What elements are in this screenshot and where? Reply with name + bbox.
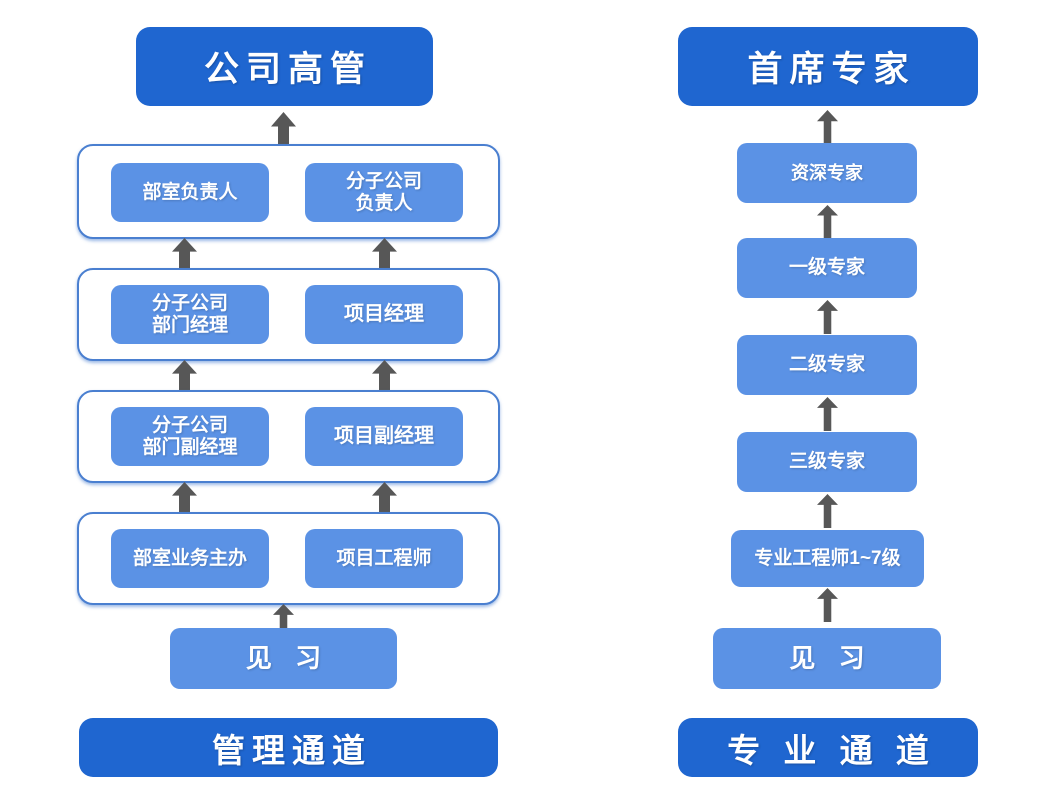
management-level-4-left[interactable]: 部室业务主办	[111, 529, 269, 588]
management-intern-box[interactable]: 见 习	[170, 628, 397, 689]
professional-level-4[interactable]: 三级专家	[737, 432, 917, 492]
management-level-1-right[interactable]: 分子公司 负责人	[305, 163, 463, 222]
management-level-2-left-line1: 分子公司	[151, 292, 228, 314]
management-level-2-container: 分子公司 部门经理 项目经理	[77, 268, 500, 361]
management-bottom-banner[interactable]: 管理通道	[79, 718, 498, 777]
management-level-3-left-line2: 部门副经理	[142, 436, 238, 458]
management-level-1-container: 部室负责人 分子公司 负责人	[77, 144, 500, 239]
professional-level-1[interactable]: 资深专家	[737, 143, 917, 203]
professional-level-3[interactable]: 二级专家	[737, 335, 917, 395]
management-level-2-right[interactable]: 项目经理	[305, 285, 463, 344]
arrow-professional-l1-to-top	[817, 110, 838, 145]
arrow-professional-l5-to-l4	[817, 494, 838, 528]
arrow-professional-l2-to-l1	[817, 205, 838, 238]
management-level-4-right[interactable]: 项目工程师	[305, 529, 463, 588]
professional-level-2[interactable]: 一级专家	[737, 238, 917, 298]
management-level-2-left-line2: 部门经理	[151, 314, 228, 336]
management-level-1-left[interactable]: 部室负责人	[111, 163, 269, 222]
arrow-professional-l4-to-l3	[817, 397, 838, 431]
professional-intern-box[interactable]: 见 习	[713, 628, 941, 689]
professional-bottom-banner[interactable]: 专 业 通 道	[678, 718, 978, 777]
management-level-1-right-line1: 分子公司	[345, 170, 422, 192]
professional-level-5[interactable]: 专业工程师1~7级	[731, 530, 924, 587]
professional-top-banner[interactable]: 首席专家	[678, 27, 978, 106]
management-level-1-right-line2: 负责人	[355, 192, 413, 214]
arrow-professional-intern-to-l5	[817, 588, 838, 622]
management-level-3-container: 分子公司 部门副经理 项目副经理	[77, 390, 500, 483]
management-top-banner[interactable]: 公司高管	[136, 27, 433, 106]
management-level-4-container: 部室业务主办 项目工程师	[77, 512, 500, 605]
management-level-2-left[interactable]: 分子公司 部门经理	[111, 285, 269, 344]
arrow-professional-l3-to-l2	[817, 300, 838, 334]
management-level-3-left[interactable]: 分子公司 部门副经理	[111, 407, 269, 466]
management-level-3-left-line1: 分子公司	[151, 414, 228, 436]
management-level-3-right[interactable]: 项目副经理	[305, 407, 463, 466]
